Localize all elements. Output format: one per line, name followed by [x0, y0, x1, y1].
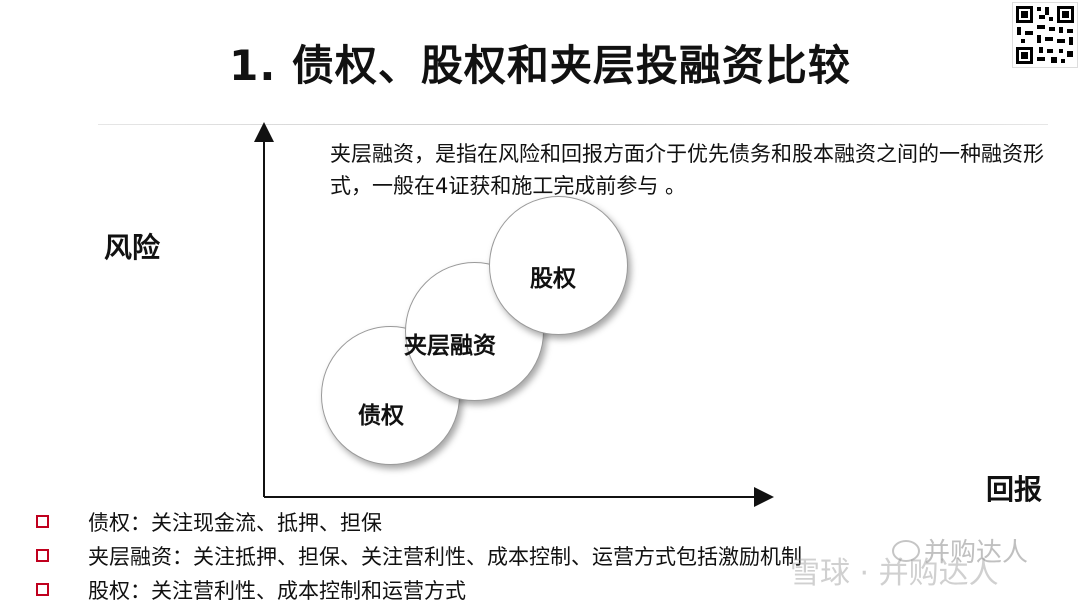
bullet-mezzanine: 夹层融资：关注抵押、担保、关注营利性、成本控制、运营方式包括激励机制	[88, 545, 802, 569]
bullet-marker	[36, 583, 49, 596]
qr-code-icon	[1012, 2, 1078, 68]
bullet-equity: 股权：关注营利性、成本控制和运营方式	[88, 579, 466, 603]
title-divider	[98, 124, 1048, 125]
y-axis-label: 风险	[104, 231, 161, 264]
mezzanine-definition: 夹层融资，是指在风险和回报方面介于优先债务和股本融资之间的一种融资形式，一般在4…	[330, 142, 1044, 198]
watermark: 雪球 · 并购达人	[790, 556, 999, 591]
bubble-label-mezzanine: 夹层融资	[404, 333, 496, 359]
bullet-debt: 债权：关注现金流、抵押、担保	[88, 511, 382, 535]
x-axis-label: 回报	[986, 473, 1043, 506]
bubble-label-debt: 债权	[358, 403, 404, 429]
bullet-marker	[36, 549, 49, 562]
watermark-small: 并购达人	[924, 538, 1029, 568]
wechat-icon	[892, 540, 920, 562]
bullet-marker	[36, 515, 49, 528]
bubble-label-equity: 股权	[530, 266, 576, 292]
slide-title: 1. 债权、股权和夹层投融资比较	[229, 41, 851, 90]
bubble-equity	[489, 196, 628, 335]
